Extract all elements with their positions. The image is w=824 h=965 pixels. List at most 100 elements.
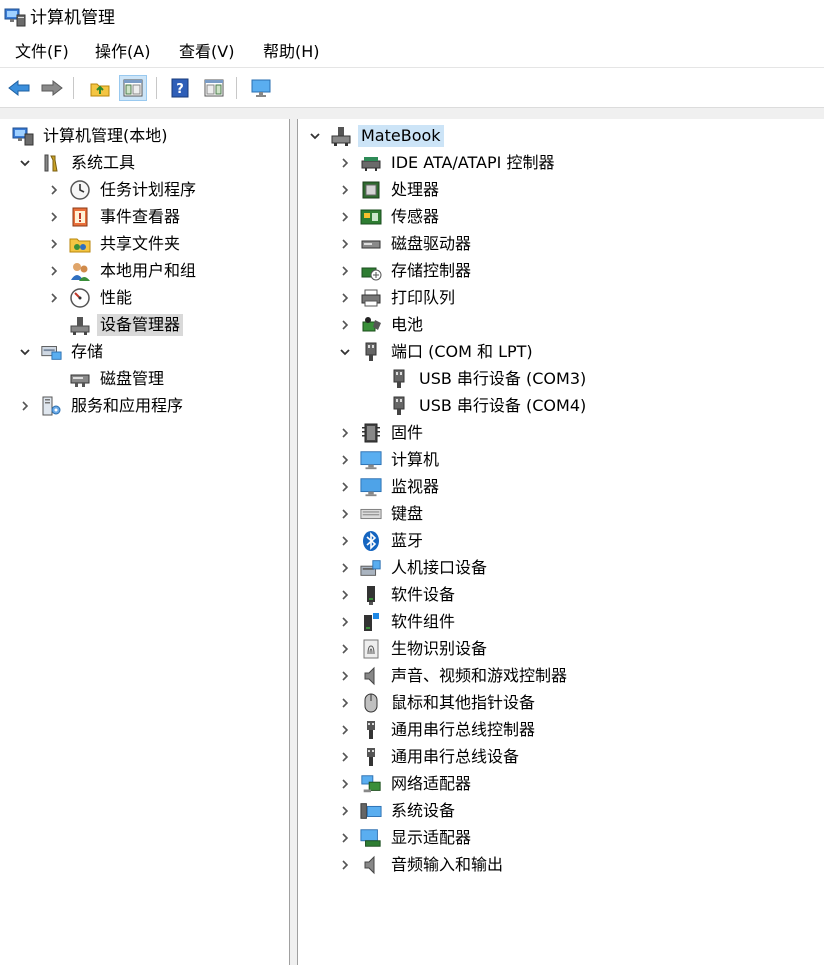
device-category-item[interactable]: 端口 (COM 和 LPT) [338, 338, 536, 365]
device-category-item[interactable]: 固件 [338, 419, 426, 446]
chevron-right-icon[interactable] [338, 615, 352, 629]
device-category-item[interactable]: 网络适配器 [338, 770, 474, 797]
chevron-right-icon[interactable] [338, 264, 352, 278]
chevron-right-icon[interactable] [47, 183, 61, 197]
chevron-right-icon[interactable] [47, 210, 61, 224]
device-category-item[interactable]: USB 串行设备 (COM4) [366, 392, 589, 419]
tree-item-event-viewer[interactable]: 事件查看器 [47, 203, 183, 230]
back-arrow-icon[interactable] [5, 75, 33, 101]
chevron-right-icon[interactable] [338, 291, 352, 305]
device-category-item[interactable]: 声音、视频和游戏控制器 [338, 662, 570, 689]
device-category-item[interactable]: 监视器 [338, 473, 442, 500]
tree-item-computer-management[interactable]: 计算机管理(本地) [12, 122, 171, 149]
menu-view[interactable]: 查看(V) [179, 42, 235, 61]
chevron-right-icon[interactable] [47, 291, 61, 305]
device-category-label: 端口 (COM 和 LPT) [391, 341, 533, 361]
device-category-label: 监视器 [391, 476, 440, 496]
up-folder-icon[interactable] [86, 75, 114, 101]
tree-item-task-scheduler[interactable]: 任务计划程序 [47, 176, 199, 203]
pane-splitter[interactable] [289, 119, 298, 965]
fingerprint-icon [360, 638, 382, 660]
device-category-label: USB 串行设备 (COM4) [419, 395, 587, 415]
device-category-item[interactable]: 传感器 [338, 203, 442, 230]
device-category-item[interactable]: 磁盘驱动器 [338, 230, 474, 257]
device-category-item[interactable]: 音频输入和输出 [338, 851, 506, 878]
sensor-icon [360, 206, 382, 228]
device-category-item[interactable]: 存储控制器 [338, 257, 474, 284]
device-category-item[interactable]: 蓝牙 [338, 527, 426, 554]
tree-item-disk-management[interactable]: 磁盘管理 [47, 365, 167, 392]
device-category-item[interactable]: 系统设备 [338, 797, 458, 824]
device-category-item[interactable]: 软件组件 [338, 608, 458, 635]
chevron-right-icon[interactable] [338, 723, 352, 737]
monitor-icon[interactable] [247, 75, 275, 101]
device-category-item[interactable]: 处理器 [338, 176, 442, 203]
menu-help[interactable]: 帮助(H) [263, 42, 320, 61]
chevron-right-icon[interactable] [338, 858, 352, 872]
chevron-right-icon[interactable] [338, 318, 352, 332]
device-category-label: 软件组件 [391, 611, 456, 631]
device-category-item[interactable]: 生物识别设备 [338, 635, 490, 662]
device-category-label: IDE ATA/ATAPI 控制器 [391, 152, 555, 172]
chevron-down-icon[interactable] [18, 345, 32, 359]
device-category-item[interactable]: 通用串行总线控制器 [338, 716, 538, 743]
chevron-right-icon[interactable] [338, 642, 352, 656]
device-category-item[interactable]: 打印队列 [338, 284, 458, 311]
device-category-item[interactable]: 显示适配器 [338, 824, 474, 851]
device-category-item[interactable]: USB 串行设备 (COM3) [366, 365, 589, 392]
chevron-right-icon[interactable] [338, 237, 352, 251]
tree-item-storage[interactable]: 存储 [18, 338, 106, 365]
chevron-right-icon[interactable] [338, 507, 352, 521]
tree-item-performance[interactable]: 性能 [47, 284, 135, 311]
ide-controller-icon [360, 152, 382, 174]
menu-file[interactable]: 文件(F) [15, 42, 69, 61]
chevron-right-icon[interactable] [338, 210, 352, 224]
show-hide-console-tree-icon[interactable] [119, 75, 147, 101]
device-category-item[interactable]: 软件设备 [338, 581, 458, 608]
help-icon[interactable]: ? [166, 75, 194, 101]
chevron-down-icon[interactable] [308, 129, 322, 143]
chevron-right-icon[interactable] [338, 534, 352, 548]
device-tree-root[interactable]: MateBook [308, 122, 444, 149]
menu-action[interactable]: 操作(A) [95, 42, 151, 61]
device-category-item[interactable]: 电池 [338, 311, 426, 338]
chevron-right-icon[interactable] [338, 480, 352, 494]
chevron-right-icon[interactable] [338, 426, 352, 440]
tree-item-label: 磁盘管理 [100, 368, 165, 388]
port-icon [388, 368, 410, 390]
tree-item-shared-folders[interactable]: 共享文件夹 [47, 230, 183, 257]
forward-arrow-icon[interactable] [38, 75, 66, 101]
action-pane-icon[interactable] [200, 75, 228, 101]
chevron-right-icon[interactable] [338, 804, 352, 818]
chevron-right-icon[interactable] [338, 453, 352, 467]
chevron-right-icon[interactable] [338, 831, 352, 845]
tree-item-services-apps[interactable]: 服务和应用程序 [18, 392, 186, 419]
chevron-right-icon[interactable] [338, 777, 352, 791]
device-category-label: 软件设备 [391, 584, 456, 604]
chevron-right-icon[interactable] [338, 156, 352, 170]
computer-management-icon [12, 125, 34, 147]
tree-item-local-users[interactable]: 本地用户和组 [47, 257, 199, 284]
chevron-right-icon[interactable] [47, 264, 61, 278]
chevron-right-icon[interactable] [18, 399, 32, 413]
device-category-item[interactable]: IDE ATA/ATAPI 控制器 [338, 149, 557, 176]
chevron-down-icon[interactable] [338, 345, 352, 359]
device-category-item[interactable]: 通用串行总线设备 [338, 743, 522, 770]
chevron-right-icon[interactable] [338, 669, 352, 683]
chevron-right-icon[interactable] [47, 237, 61, 251]
chevron-right-icon[interactable] [338, 750, 352, 764]
device-category-item[interactable]: 人机接口设备 [338, 554, 490, 581]
device-category-item[interactable]: 计算机 [338, 446, 442, 473]
tree-item-system-tools[interactable]: 系统工具 [18, 149, 138, 176]
chevron-down-icon[interactable] [18, 156, 32, 170]
chevron-right-icon[interactable] [338, 696, 352, 710]
device-category-item[interactable]: 键盘 [338, 500, 426, 527]
speaker-icon [360, 665, 382, 687]
device-category-item[interactable]: 鼠标和其他指针设备 [338, 689, 538, 716]
tree-item-label: 任务计划程序 [100, 179, 197, 199]
tree-item-device-manager[interactable]: 设备管理器 [47, 311, 184, 338]
shared-folder-icon [69, 233, 91, 255]
chevron-right-icon[interactable] [338, 183, 352, 197]
chevron-right-icon[interactable] [338, 561, 352, 575]
chevron-right-icon[interactable] [338, 588, 352, 602]
